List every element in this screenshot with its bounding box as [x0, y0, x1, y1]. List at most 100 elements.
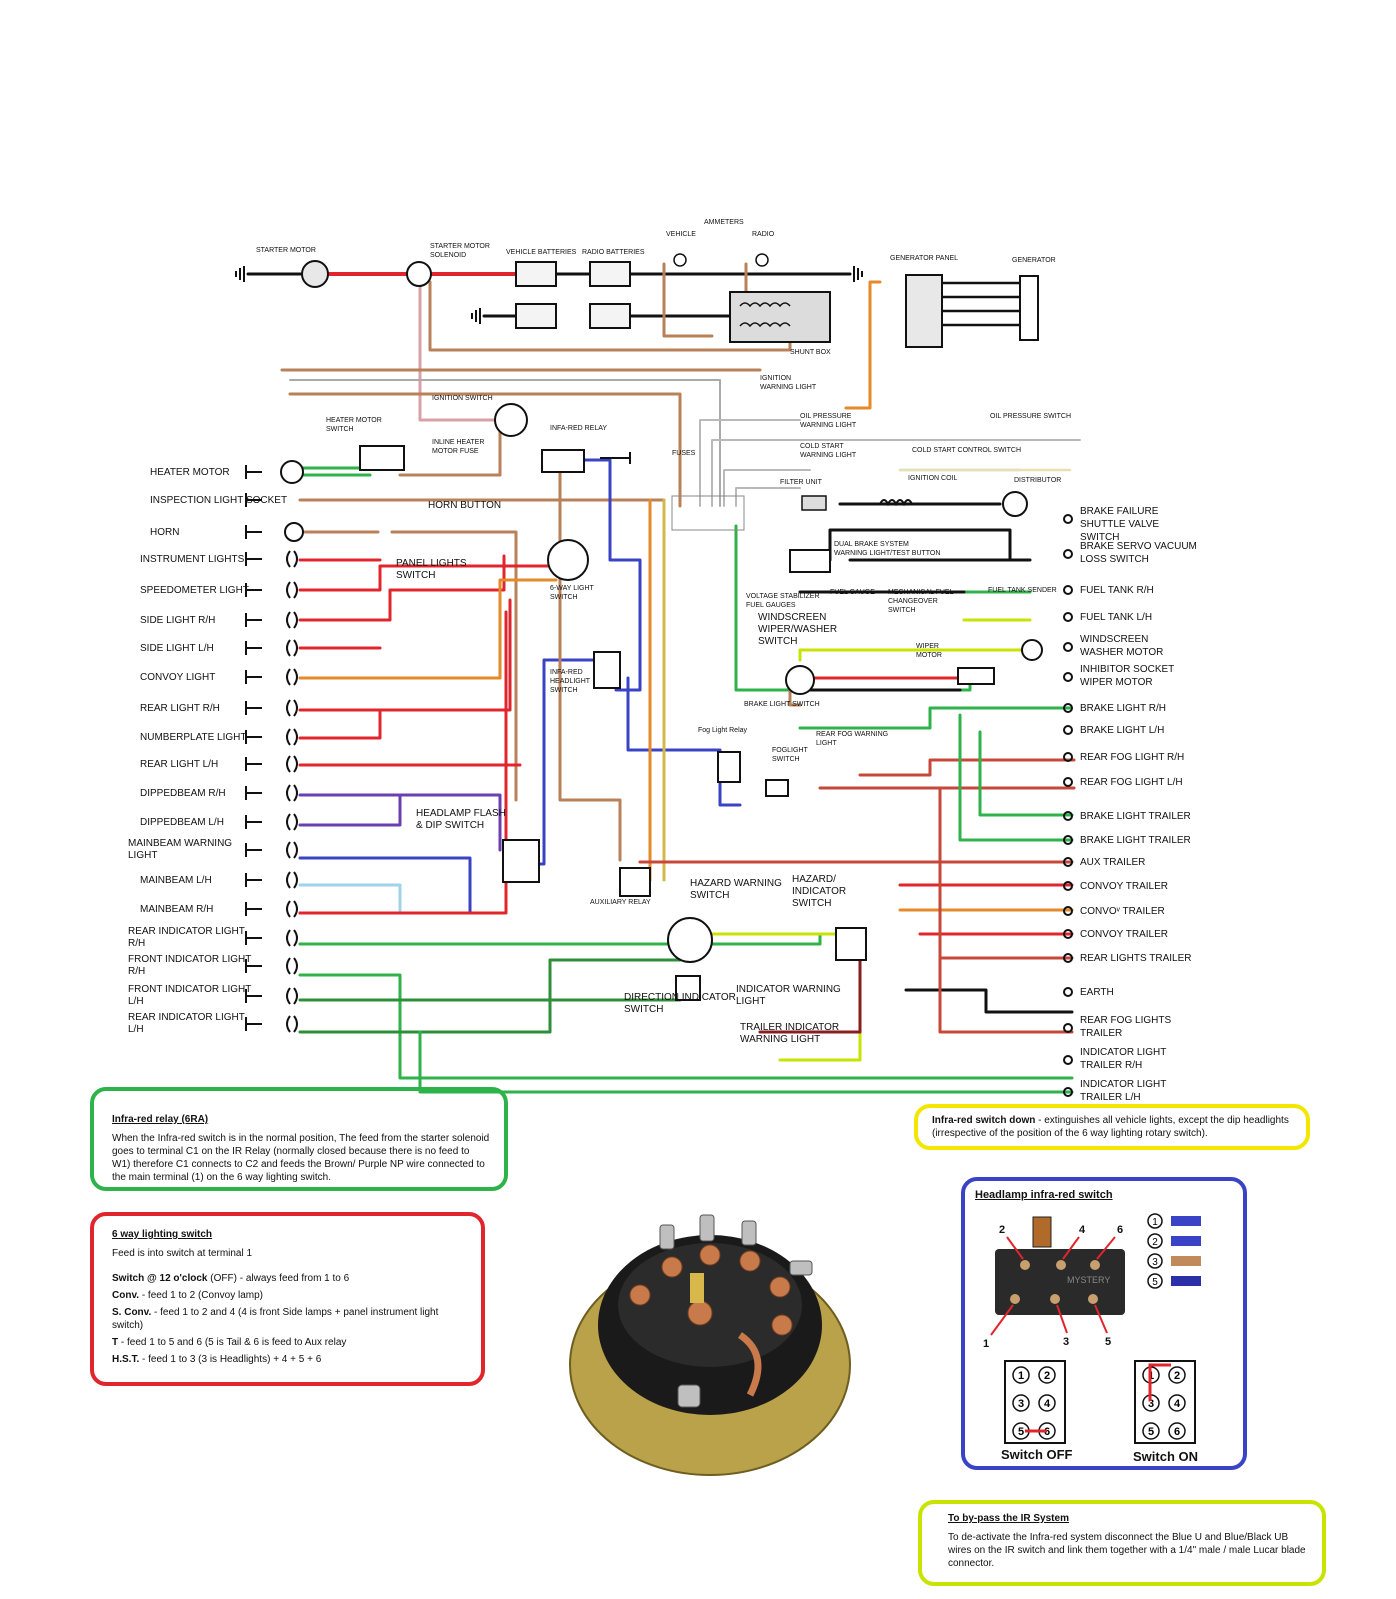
left-bulb-6	[286, 639, 298, 657]
left-bulb-7	[286, 668, 298, 686]
pin-label-3: 3	[1063, 1336, 1069, 1348]
left-bulb-19	[286, 1015, 298, 1033]
switch-on-label: Switch ON	[1133, 1449, 1198, 1464]
vehicle-battery-1	[515, 261, 557, 287]
left-bulb-10	[286, 755, 298, 773]
wire-brake-trailer-1	[978, 730, 1074, 817]
right-terminal-9	[1063, 777, 1073, 787]
left-ground-5	[245, 613, 262, 627]
left-label-6: SIDE LIGHT L/H	[140, 643, 214, 654]
right-label-7: BRAKE LIGHT L/H	[1080, 725, 1164, 736]
right-terminal-8	[1063, 752, 1073, 762]
right-label-15: CONVOY TRAILER	[1080, 929, 1168, 940]
sw-off-pins-num-2: 2	[1044, 1370, 1050, 1382]
wire-brown-fuse	[398, 418, 502, 477]
legend-circle-1	[1147, 1213, 1163, 1229]
right-terminal-1	[1063, 549, 1073, 559]
right-terminal-4	[1063, 642, 1073, 652]
sw-on-pins-pin-2	[1168, 1366, 1186, 1384]
right-terminal-11	[1063, 835, 1073, 845]
right-terminal-18	[1063, 1023, 1073, 1033]
note-6-way-switch: 6 way lighting switch Feed is into switc…	[90, 1212, 485, 1386]
wire-ind-front-rh	[298, 973, 1074, 1080]
label-radio-batteries: RADIO BATTERIES	[582, 249, 645, 256]
wire-dipped-rh	[298, 793, 502, 852]
note-infra-red-relay-body: When the Infra-red switch is in the norm…	[112, 1133, 490, 1183]
label-fog-light-relay: Fog Light Relay	[698, 727, 748, 734]
wire-earth	[904, 988, 1074, 1014]
left-ground-13	[245, 843, 262, 857]
six-way-pos-off-desc: (OFF) - always feed from 1 to 6	[207, 1273, 350, 1284]
wire-orange-generator	[844, 280, 882, 410]
switch-photo-terminal-3	[699, 1244, 721, 1266]
legend-circle-5	[1147, 1273, 1163, 1289]
ir-pin-3	[1050, 1294, 1060, 1304]
hazard-warning-switch	[667, 917, 713, 963]
sw-on-pins-pin-5	[1142, 1422, 1160, 1440]
label-vehicle-batteries: VEHICLE BATTERIES	[506, 249, 577, 256]
label-generator: GENERATOR	[1012, 257, 1056, 264]
ir-pin-6	[1090, 1260, 1100, 1270]
right-terminal-17	[1063, 987, 1073, 997]
right-terminal-10	[1063, 811, 1073, 821]
washer-motor	[1021, 639, 1043, 661]
ir-pin-1	[1010, 1294, 1020, 1304]
right-label-9: REAR FOG LIGHT L/H	[1080, 777, 1183, 788]
switch-photo-screw-5	[677, 1384, 701, 1408]
arrow-3	[1056, 1304, 1068, 1334]
left-ground-3	[245, 552, 262, 566]
label-auxiliary-relay: AUXILIARY RELAY	[590, 899, 651, 906]
left-label-0: HEATER MOTOR	[150, 467, 230, 478]
wire-fog-rh	[858, 758, 1076, 777]
left-bulb-8	[286, 699, 298, 717]
switch-photo-face	[618, 1243, 802, 1367]
auxiliary-relay	[619, 867, 651, 897]
wire-mainbeam-rh-red	[298, 610, 508, 915]
legend-wire-3	[1171, 1256, 1201, 1266]
right-terminal-7	[1063, 725, 1073, 735]
wire-wiper-green	[798, 648, 1032, 662]
right-terminal-13	[1063, 881, 1073, 891]
sw-off-pins-pin-2	[1038, 1366, 1056, 1384]
ammeter-vehicle	[673, 253, 687, 267]
left-label-2: HORN	[150, 527, 179, 538]
pin-label-1: 1	[983, 1338, 989, 1350]
wire-ind-trailer-lh	[418, 1030, 1074, 1094]
left-label-3: INSTRUMENT LIGHTS	[140, 554, 245, 565]
label-distributor: DISTRIBUTOR	[1014, 477, 1061, 484]
legend-circle-2	[1147, 1233, 1163, 1249]
right-terminal-19	[1063, 1055, 1073, 1065]
label-ammeters: AMMETERS	[704, 219, 744, 226]
right-label-17: EARTH	[1080, 987, 1114, 998]
label-fuel-gauge: FUEL GAUGE	[830, 589, 875, 596]
wire-white-fuse-2	[711, 439, 1081, 507]
sw-off-pins-num-3: 3	[1018, 1398, 1024, 1410]
note-bypass-title: To by-pass the IR System	[948, 1513, 1069, 1524]
arrow-5	[1094, 1304, 1108, 1334]
heater-motor	[280, 460, 304, 484]
wire-brake-trailer-2	[958, 713, 1074, 842]
right-terminal-16	[1063, 953, 1073, 963]
arrow-1	[990, 1304, 1014, 1336]
horn-symbol	[284, 522, 304, 542]
headlamp-dip-switch	[502, 839, 540, 883]
left-bulb-12	[286, 813, 298, 831]
right-terminal-20	[1063, 1087, 1073, 1097]
right-label-12: AUX TRAILER	[1080, 857, 1145, 868]
radio-battery-2	[589, 303, 631, 329]
ir-switch-toggle	[1032, 1216, 1052, 1248]
right-terminal-14	[1063, 906, 1073, 916]
wire-white-fuse-4	[735, 487, 801, 507]
